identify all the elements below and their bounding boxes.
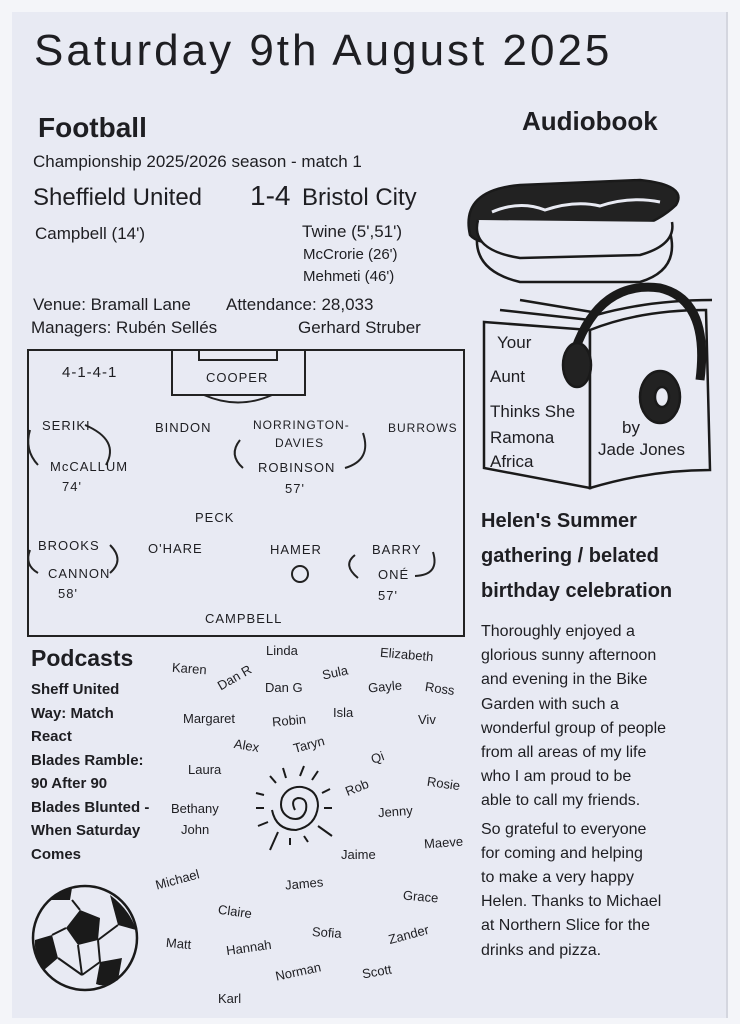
player-hamer: HAMER (270, 542, 322, 557)
player-norrington-davies: NORRINGTON- (253, 418, 350, 432)
podcasts-heading: Podcasts (31, 645, 134, 671)
book-author: Jade Jones (598, 440, 685, 459)
party-line: from all areas of my life (481, 744, 647, 762)
podcast-list: Sheff United Way: Match React Blades Ram… (31, 678, 149, 866)
player-barry: BARRY (372, 542, 422, 557)
guest-name: Gayle (367, 677, 403, 696)
guest-name: Linda (266, 643, 298, 658)
podcast-line: Comes (31, 845, 82, 863)
sub-minute: 58' (58, 586, 78, 601)
player-peck: PECK (195, 510, 235, 525)
guest-name: Jenny (377, 802, 414, 821)
book-title-line: Ramona (490, 428, 555, 447)
formation: 4-1-4-1 (62, 364, 118, 381)
guest-name: Grace (402, 887, 439, 906)
guest-name: Karen (171, 659, 208, 678)
player-bindon: BINDON (155, 420, 212, 435)
sub-minute: 74' (62, 479, 82, 494)
party-line: glorious sunny afternoon (481, 647, 657, 665)
score: 1-4 (250, 180, 291, 211)
party-body: Thoroughly enjoyed a glorious sunny afte… (481, 620, 666, 963)
book-title-line: Africa (490, 452, 534, 471)
player-mccallum: McCALLUM (50, 459, 129, 474)
player-brooks: BROOKS (38, 538, 100, 553)
guest-name: Matt (165, 934, 192, 953)
party-heading: Helen's Summer (481, 510, 637, 532)
guest-name: Dan G (265, 680, 303, 695)
audiobook-heading: Audiobook (522, 106, 658, 136)
party-line: drinks and pizza. (481, 941, 602, 959)
guest-name: Viv (418, 712, 436, 727)
away-team: Bristol City (302, 184, 417, 211)
podcast-line: Way: Match (31, 704, 114, 722)
sub-minute: 57' (285, 481, 305, 496)
podcast-line: 90 After 90 (31, 775, 108, 792)
party-heading: gathering / belated (481, 545, 659, 567)
party-line: who I am proud to be (481, 768, 632, 786)
player-ohare: O'HARE (148, 541, 203, 556)
away-scorer: McCrorie (26') (303, 246, 398, 263)
venue: Venue: Bramall Lane (33, 295, 191, 314)
party-line: for coming and helping (481, 844, 643, 862)
party-line: So grateful to everyone (481, 820, 647, 838)
guest-name: Bethany (171, 801, 219, 816)
guest-name: John (181, 822, 210, 837)
party-line: and evening in the Bike (481, 671, 648, 689)
away-manager: Gerhard Struber (298, 318, 421, 337)
guest-name: Sofia (311, 923, 343, 942)
party-line: Garden with such a (481, 695, 619, 713)
managers: Managers: Rubén Sellés (31, 318, 218, 337)
podcast-line: Blades Blunted - (31, 798, 150, 816)
journal-page (12, 12, 728, 1018)
party-line: at Northern Slice for the (481, 917, 650, 935)
guest-name: Karl (218, 991, 242, 1006)
player-cooper: COOPER (206, 370, 269, 385)
guest-name: Margaret (183, 711, 236, 726)
book-title-line: Thinks She (490, 402, 576, 421)
party-line: to make a very happy (481, 869, 634, 887)
guest-name: Isla (333, 705, 354, 720)
player-one: ONÉ (378, 567, 410, 582)
player-campbell: CAMPBELL (205, 611, 283, 626)
football-heading: Football (38, 112, 147, 143)
guest-name: Robin (271, 711, 307, 730)
book-title-line: Your (497, 333, 532, 352)
home-scorer: Campbell (14') (35, 224, 146, 243)
party-line: Thoroughly enjoyed a (481, 623, 635, 640)
away-scorer: Mehmeti (46') (303, 268, 395, 285)
podcast-line: React (31, 728, 72, 745)
party-line: Helen. Thanks to Michael (481, 893, 662, 911)
podcast-line: Blades Ramble: (31, 751, 144, 769)
away-scorer: Twine (5',51') (302, 222, 403, 241)
competition: Championship 2025/2026 season - match 1 (33, 152, 362, 171)
player-robinson: ROBINSON (258, 460, 336, 475)
guest-name: Maeve (423, 833, 464, 852)
player-norrington-davies-2: DAVIES (275, 436, 325, 450)
page-title: Saturday 9th August 2025 (34, 26, 613, 75)
player-seriki: SERIKI (42, 418, 91, 433)
player-burrows: BURROWS (388, 421, 458, 435)
podcast-line: When Saturday (31, 822, 141, 839)
sub-minute: 57' (378, 588, 398, 603)
party-line: wonderful group of people (481, 719, 667, 737)
guest-name: Laura (188, 762, 222, 777)
podcast-line: Sheff United (31, 681, 120, 698)
party-line: able to call my friends. (481, 792, 641, 810)
home-team: Sheffield United (33, 184, 203, 211)
guest-name: Jaime (341, 847, 376, 862)
attendance: Attendance: 28,033 (226, 295, 374, 314)
party-heading: birthday celebration (481, 580, 673, 602)
book-title-line: Aunt (490, 367, 525, 386)
player-cannon: CANNON (48, 566, 111, 581)
book-author-by: by (622, 418, 640, 437)
